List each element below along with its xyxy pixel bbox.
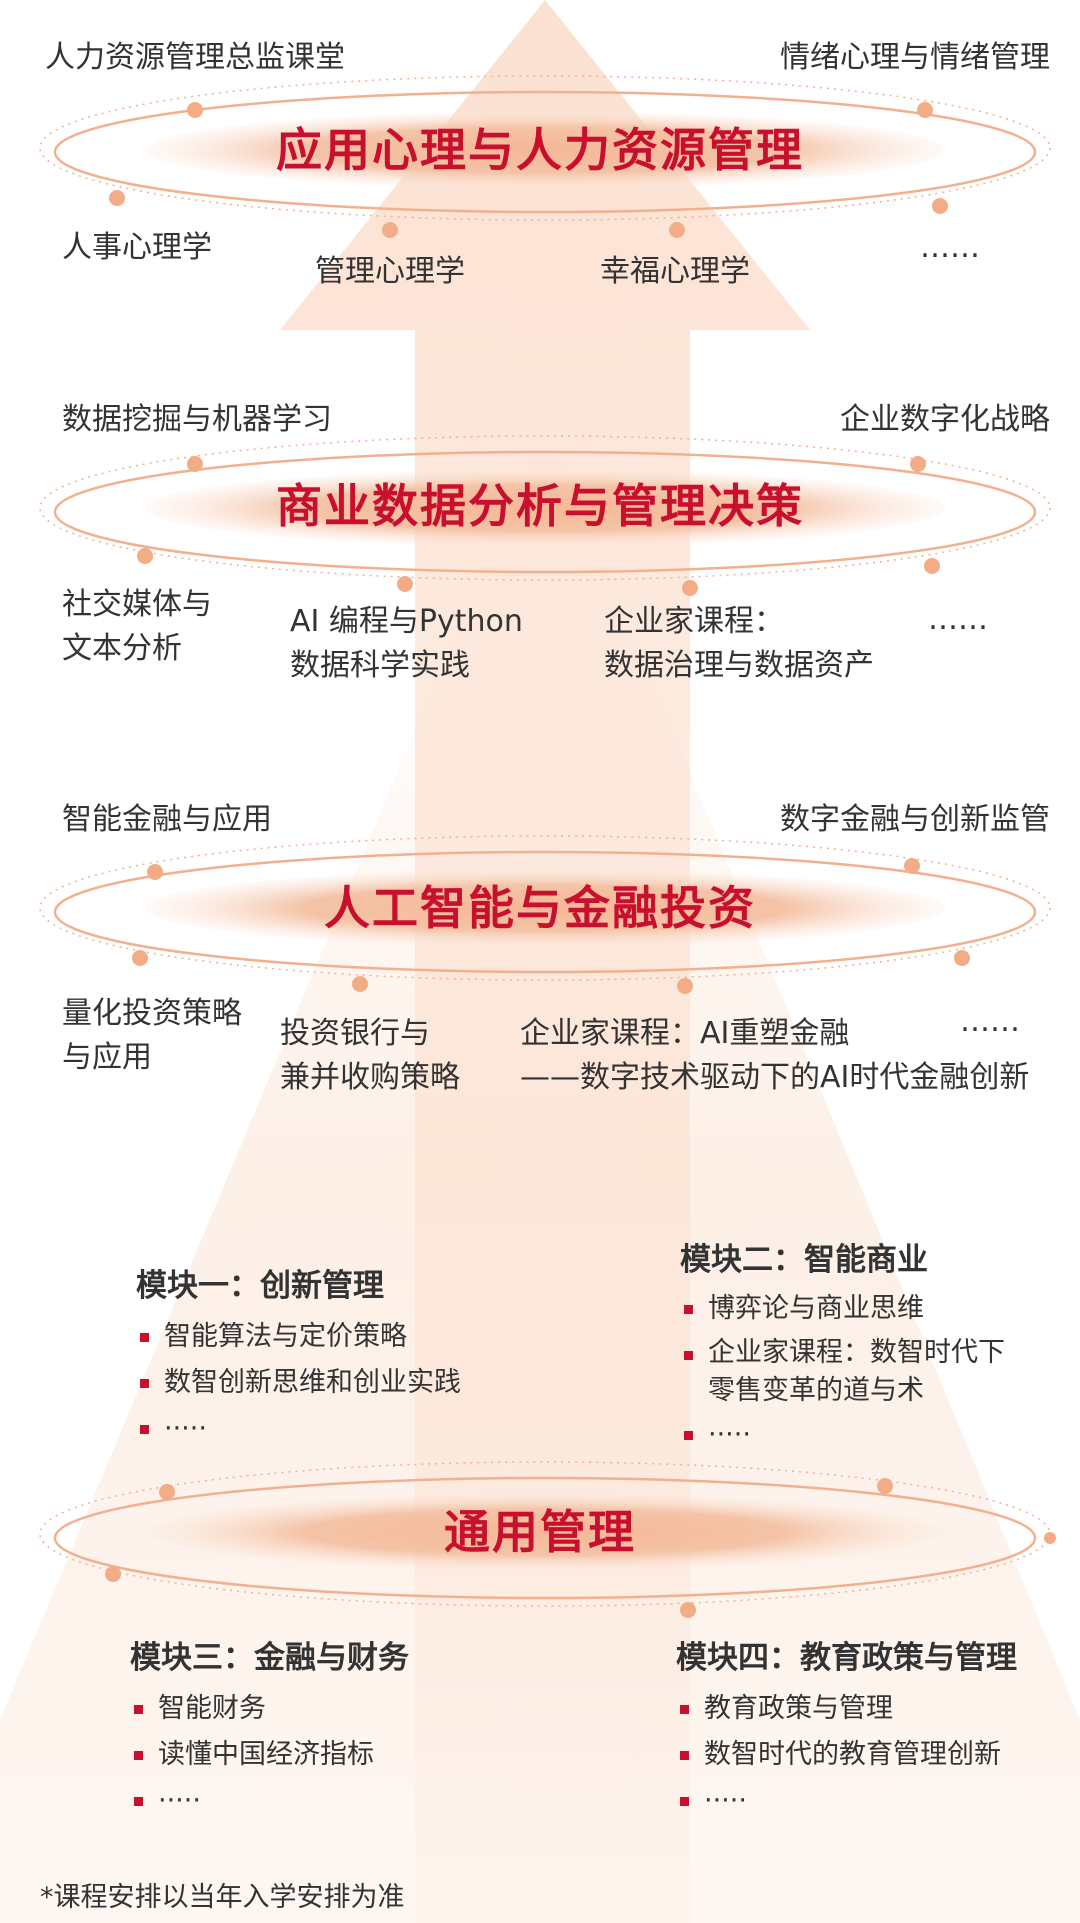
tier1-title: 应用心理与人力资源管理 <box>276 123 804 177</box>
list-item: 博弈论与商业思维 <box>680 1288 1005 1330</box>
module-2-list: 博弈论与商业思维 企业家课程：数智时代下 零售变革的道与术 ····· <box>680 1288 1005 1456</box>
tier3-course-3-line1: 企业家课程：AI重塑金融 <box>520 1016 850 1051</box>
module-4-title: 模块四：教育政策与管理 <box>676 1640 1017 1676</box>
module-4-list: 教育政策与管理 数智时代的教育管理创新 ····· <box>676 1688 1017 1822</box>
tier4-title: 通用管理 <box>444 1505 636 1559</box>
module-2: 模块二：智能商业 博弈论与商业思维 企业家课程：数智时代下 零售变革的道与术 ·… <box>680 1238 1005 1460</box>
tier3-rings <box>39 835 1051 994</box>
bullet-square-icon <box>680 1797 689 1806</box>
tier3-course-1-line2: 与应用 <box>62 1040 152 1075</box>
bullet-square-icon <box>684 1431 693 1440</box>
tier3-title: 人工智能与金融投资 <box>324 881 756 935</box>
footnote: *课程安排以当年入学安排为准 <box>40 1882 405 1913</box>
bullet-square-icon <box>684 1305 693 1314</box>
list-item: ····· <box>676 1780 1017 1822</box>
list-item: 读懂中国经济指标 <box>130 1734 409 1776</box>
tier2-more: …… <box>928 602 988 637</box>
tier1-course-1: 人事心理学 <box>62 230 212 265</box>
bullet-square-icon <box>680 1751 689 1760</box>
tier1-course-top-left: 人力资源管理总监课堂 <box>45 40 345 75</box>
module-3: 模块三：金融与财务 智能财务 读懂中国经济指标 ····· <box>130 1636 409 1826</box>
tier3-course-3-line2: ——数字技术驱动下的AI时代金融创新 <box>520 1060 1030 1095</box>
list-item: 智能算法与定价策略 <box>136 1316 461 1358</box>
tier2-course-1: 社交媒体与 文本分析 <box>62 583 212 671</box>
tier2-course-top-left: 数据挖掘与机器学习 <box>62 402 332 437</box>
tier2-course-3: 企业家课程： 数据治理与数据资产 <box>604 600 874 688</box>
tier3-course-1-line1: 量化投资策略 <box>62 996 242 1031</box>
tier2-course-1-line1: 社交媒体与 <box>62 587 212 622</box>
tier3-course-2-line2: 兼并收购策略 <box>280 1060 460 1095</box>
tier2-course-2-line1: AI 编程与Python <box>290 604 523 639</box>
bullet-square-icon <box>134 1797 143 1806</box>
bullet-square-icon <box>134 1705 143 1714</box>
module-1-list: 智能算法与定价策略 数智创新思维和创业实践 ····· <box>136 1316 461 1450</box>
tier3-more: …… <box>960 1004 1020 1039</box>
tier1-course-3: 幸福心理学 <box>600 254 750 289</box>
list-item: 智能财务 <box>130 1688 409 1730</box>
tier2-course-3-line1: 企业家课程： <box>604 604 784 639</box>
bullet-square-icon <box>680 1705 689 1714</box>
list-item: 数智时代的教育管理创新 <box>676 1734 1017 1776</box>
bullet-square-icon <box>140 1379 149 1388</box>
tier4-rings <box>39 1461 1056 1618</box>
module-2-title: 模块二：智能商业 <box>680 1242 928 1278</box>
tier3-course-top-left: 智能金融与应用 <box>62 802 272 837</box>
list-item: 教育政策与管理 <box>676 1688 1017 1730</box>
bullet-square-icon <box>140 1333 149 1342</box>
tier1-course-2: 管理心理学 <box>315 254 465 289</box>
tier2-course-1-line2: 文本分析 <box>62 631 182 666</box>
tier2-course-2: AI 编程与Python 数据科学实践 <box>290 600 523 688</box>
tier3-course-2: 投资银行与 兼并收购策略 <box>280 1012 460 1100</box>
list-item: ····· <box>136 1408 461 1450</box>
list-item: 数智创新思维和创业实践 <box>136 1362 461 1404</box>
module-3-title: 模块三：金融与财务 <box>130 1640 409 1676</box>
module-1-title: 模块一：创新管理 <box>136 1268 384 1304</box>
tier2-course-3-line2: 数据治理与数据资产 <box>604 648 874 683</box>
tier1-course-top-right: 情绪心理与情绪管理 <box>780 40 1050 75</box>
module-4: 模块四：教育政策与管理 教育政策与管理 数智时代的教育管理创新 ····· <box>676 1636 1017 1826</box>
list-item: ····· <box>680 1414 1005 1456</box>
module-3-list: 智能财务 读懂中国经济指标 ····· <box>130 1688 409 1822</box>
tier2-rings <box>39 435 1051 596</box>
list-item: ····· <box>130 1780 409 1822</box>
tier3-course-3: 企业家课程：AI重塑金融 ——数字技术驱动下的AI时代金融创新 <box>520 1012 1029 1100</box>
bullet-square-icon <box>684 1351 693 1360</box>
tier2-course-2-line2: 数据科学实践 <box>290 648 470 683</box>
tier1-more: …… <box>920 230 980 265</box>
bullet-square-icon <box>140 1425 149 1434</box>
tier2-title: 商业数据分析与管理决策 <box>276 479 804 533</box>
list-item: 企业家课程：数智时代下 零售变革的道与术 <box>680 1334 1005 1410</box>
tier1-rings <box>39 75 1051 238</box>
bullet-square-icon <box>134 1751 143 1760</box>
tier3-course-1: 量化投资策略 与应用 <box>62 992 242 1080</box>
tier3-course-top-right: 数字金融与创新监管 <box>780 802 1050 837</box>
module-1: 模块一：创新管理 智能算法与定价策略 数智创新思维和创业实践 ····· <box>136 1264 461 1454</box>
tier3-course-2-line1: 投资银行与 <box>280 1016 430 1051</box>
tier2-course-top-right: 企业数字化战略 <box>840 402 1050 437</box>
